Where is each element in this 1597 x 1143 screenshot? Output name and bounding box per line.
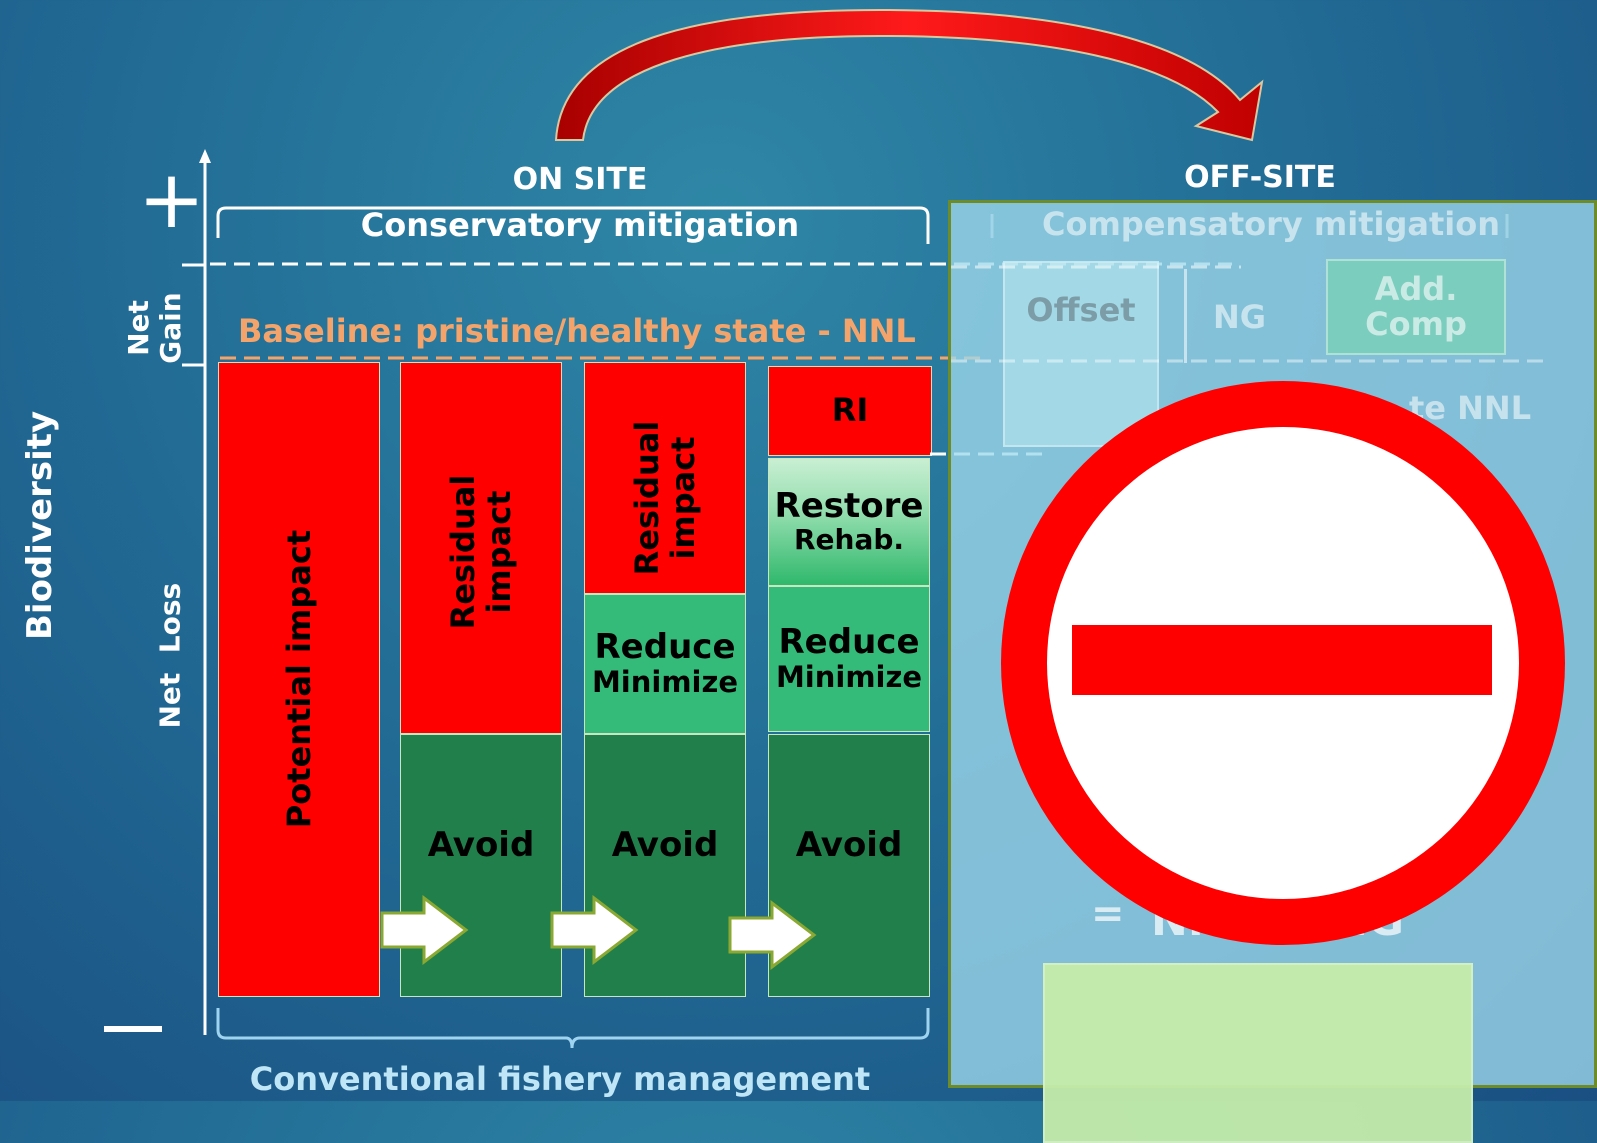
c2-avoid-label: Avoid bbox=[427, 824, 535, 865]
c2-residual-impact bbox=[400, 362, 562, 734]
offset-label: Offset bbox=[1026, 291, 1136, 329]
net-gain-label: Net Gain bbox=[122, 268, 187, 388]
right-arrow-icon bbox=[550, 895, 639, 965]
net-gain-gain: Gain bbox=[154, 292, 187, 364]
plus-sign: + bbox=[138, 153, 206, 246]
c3-minimize-label: Minimize bbox=[591, 664, 739, 699]
c2-residual-label: Residual impact bbox=[444, 467, 518, 637]
net-gain-net: Net bbox=[122, 300, 155, 356]
offset-box bbox=[1003, 261, 1159, 447]
add-comp-line1: Add. bbox=[1374, 269, 1458, 308]
c4-reduce: Reduce Minimize bbox=[768, 586, 930, 732]
potential-impact-label: Potential impact bbox=[280, 529, 318, 829]
c4-restore-label: Restore bbox=[774, 485, 924, 526]
potential-impact-bar bbox=[218, 362, 380, 997]
net-loss-label: Net Loss bbox=[153, 582, 187, 729]
nnl-partial-label: te NNL bbox=[1409, 389, 1532, 427]
add-comp-box: Add. Comp bbox=[1326, 259, 1506, 355]
c4-minimize-label: Minimize bbox=[775, 659, 923, 694]
nnl-ng-box bbox=[1043, 963, 1473, 1143]
c3-reduce-label: Reduce bbox=[594, 627, 736, 668]
c2-residual-line2: impact bbox=[480, 490, 518, 614]
c3-residual-line1: Residual bbox=[628, 420, 666, 576]
ng-label: NG bbox=[1213, 298, 1267, 336]
c4-restore: Restore Rehab. bbox=[768, 458, 930, 586]
c2-residual-line1: Residual bbox=[444, 474, 482, 630]
c4-ri: RI bbox=[768, 366, 932, 456]
right-arrow-icon bbox=[728, 900, 817, 970]
c4-rehab-label: Rehab. bbox=[793, 523, 905, 557]
c4-avoid-label: Avoid bbox=[795, 824, 903, 865]
c4-ri-label: RI bbox=[831, 391, 869, 430]
no-entry-icon bbox=[1001, 381, 1565, 945]
offsite-dashed-lines bbox=[951, 265, 1551, 363]
c4-reduce-label: Reduce bbox=[778, 622, 920, 663]
c3-reduce: Reduce Minimize bbox=[584, 594, 746, 734]
y-axis-label: Biodiversity bbox=[20, 410, 60, 640]
nnl-ng-eq: = bbox=[1091, 891, 1125, 937]
add-comp-line2: Comp bbox=[1365, 305, 1467, 343]
conservatory-mitigation-label: Conservatory mitigation bbox=[360, 206, 800, 244]
off-site-header: OFF-SITE bbox=[1184, 160, 1336, 195]
baseline-label: Baseline: pristine/healthy state - NNL bbox=[238, 312, 916, 350]
c3-residual-label: Residual impact bbox=[628, 413, 702, 583]
c3-residual-line2: impact bbox=[664, 436, 702, 560]
c4-avoid: Avoid bbox=[768, 734, 930, 997]
on-site-header: ON SITE bbox=[512, 162, 648, 197]
conventional-management-label: Conventional fishery management bbox=[249, 1060, 871, 1098]
right-arrow-icon bbox=[380, 895, 469, 965]
c3-avoid: Avoid bbox=[584, 734, 746, 997]
c3-avoid-label: Avoid bbox=[611, 824, 719, 865]
minus-sign bbox=[104, 1026, 162, 1032]
ng-arrow bbox=[1184, 269, 1187, 363]
compensatory-mitigation-label: Compensatory mitigation bbox=[1041, 205, 1500, 243]
c3-residual-impact bbox=[584, 362, 746, 594]
